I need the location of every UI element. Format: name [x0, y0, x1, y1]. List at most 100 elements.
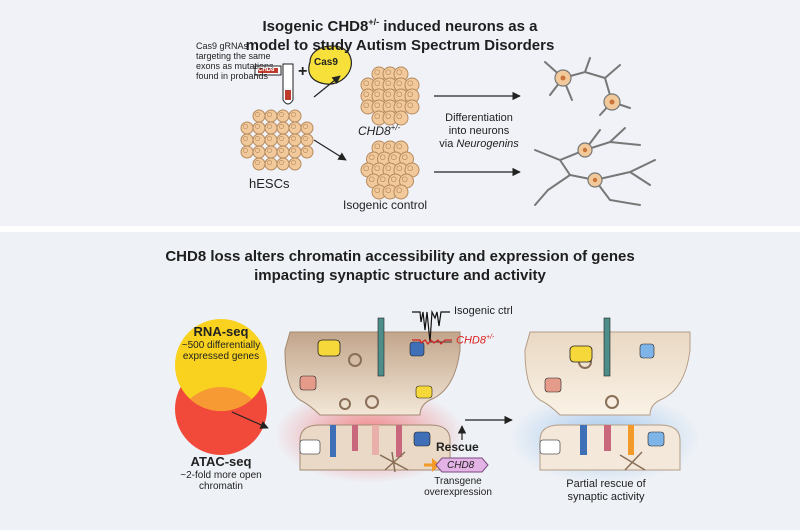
hesc-label: hESCs — [249, 176, 290, 191]
cell-nucleus — [385, 91, 391, 98]
ephys-traces — [412, 309, 452, 345]
venn-overlap — [190, 386, 252, 412]
cell-nucleus — [379, 176, 386, 183]
rnaseq-title: RNA-seq — [193, 324, 249, 339]
rnaseq-desc: ~500 differentially expressed genes — [181, 340, 261, 362]
chd8-cell-cluster — [360, 66, 420, 126]
cas9-protein-icon — [308, 45, 352, 85]
cell-nucleus — [396, 187, 402, 194]
atacseq-desc: ~2-fold more open chromatin — [180, 470, 262, 492]
cell-nucleus — [279, 160, 284, 165]
cell-nucleus — [385, 113, 391, 120]
transgene-gene-label: CHD8 — [447, 460, 475, 471]
cell-nucleus — [267, 160, 272, 165]
cell-nucleus — [396, 143, 402, 150]
cell-nucleus — [291, 148, 296, 153]
top-title: Isogenic CHD8+/- induced neurons as a mo… — [245, 17, 555, 54]
cell-nucleus — [379, 154, 386, 161]
cell-nucleus — [243, 136, 248, 141]
cell-nucleus — [390, 154, 397, 161]
grna-gene-label: CHD8 — [258, 67, 275, 73]
cell-nucleus — [303, 124, 308, 129]
cell-nucleus — [255, 160, 260, 165]
cell-nucleus — [396, 165, 402, 172]
control-neurons-icon — [534, 127, 656, 206]
cell-nucleus — [385, 187, 391, 194]
cell-nucleus — [396, 69, 402, 76]
cell-nucleus — [291, 124, 296, 129]
cell-nucleus — [279, 112, 284, 117]
rnaseq-circle — [175, 319, 267, 411]
grna-tube-icon — [254, 63, 294, 105]
cell-nucleus — [374, 69, 380, 76]
cell-nucleus — [267, 124, 272, 129]
cell-nucleus — [363, 102, 369, 109]
cell-nucleus — [374, 143, 380, 150]
trace-chd8-label: CHD8+/- — [456, 334, 495, 347]
cell-nucleus — [374, 80, 380, 87]
chd8-label: CHD8+/- — [358, 123, 401, 138]
cell-nucleus — [385, 102, 391, 109]
control-label: Isogenic control — [343, 198, 428, 212]
transgene-text: Transgene overexpression — [424, 476, 492, 498]
cell-nucleus — [407, 80, 413, 87]
cell-nucleus — [255, 136, 260, 141]
synapse-rescued — [510, 317, 700, 483]
cell-nucleus — [368, 176, 375, 183]
cell-nucleus — [385, 69, 391, 76]
cell-nucleus — [291, 136, 296, 141]
cell-nucleus — [243, 124, 248, 129]
atacseq-title: ATAC-seq — [190, 454, 252, 469]
cell-nucleus — [374, 91, 380, 98]
synapse-chd8 — [275, 317, 465, 483]
bottom-title: CHD8 loss alters chromatin accessibility… — [165, 248, 635, 284]
venn-diagram — [175, 319, 267, 455]
cell-nucleus — [255, 112, 260, 117]
cell-nucleus — [396, 113, 402, 120]
rescue-label: Rescue — [436, 440, 479, 454]
cell-nucleus — [243, 148, 248, 153]
cell-nucleus — [396, 80, 402, 87]
hesc-cluster — [240, 109, 314, 171]
cell-nucleus — [390, 176, 397, 183]
cell-nucleus — [407, 91, 413, 98]
cell-nucleus — [267, 112, 272, 117]
cell-nucleus — [407, 102, 413, 109]
cell-nucleus — [374, 102, 380, 109]
cell-nucleus — [385, 80, 391, 87]
arrow-to-control — [313, 139, 347, 161]
cell-nucleus — [396, 91, 402, 98]
cell-nucleus — [279, 124, 284, 129]
cell-nucleus — [255, 124, 260, 129]
cell-nucleus — [363, 165, 369, 172]
cell-nucleus — [363, 80, 369, 87]
differentiation-text: Differentiation into neurons via Neuroge… — [439, 112, 519, 150]
cell-nucleus — [255, 148, 260, 153]
trace-ctrl-label: Isogenic ctrl — [454, 305, 513, 317]
cell-nucleus — [385, 143, 391, 150]
cell-nucleus — [267, 148, 272, 153]
chd8-neurons-icon — [544, 57, 631, 116]
cell-nucleus — [374, 165, 380, 172]
cell-nucleus — [374, 187, 380, 194]
arrow-venn-to-synapse — [231, 411, 269, 429]
cell-nucleus — [291, 160, 296, 165]
cell-nucleus — [279, 148, 284, 153]
cell-nucleus — [374, 113, 380, 120]
cell-nucleus — [407, 165, 413, 172]
cas9-label: Cas9 — [314, 57, 338, 68]
cell-nucleus — [401, 176, 408, 183]
cell-nucleus — [385, 165, 391, 172]
partial-rescue-text: Partial rescue of synaptic activity — [566, 478, 646, 503]
transgene-icon — [424, 457, 489, 473]
cell-nucleus — [396, 102, 402, 109]
cell-nucleus — [363, 91, 369, 98]
cell-nucleus — [401, 154, 408, 161]
cell-nucleus — [303, 136, 308, 141]
cell-nucleus — [291, 112, 296, 117]
cell-nucleus — [303, 148, 308, 153]
control-cell-cluster — [360, 140, 420, 200]
plus-sign: + — [298, 63, 307, 80]
grna-note: Cas9 gRNAs targeting the same exons as m… — [196, 41, 274, 81]
